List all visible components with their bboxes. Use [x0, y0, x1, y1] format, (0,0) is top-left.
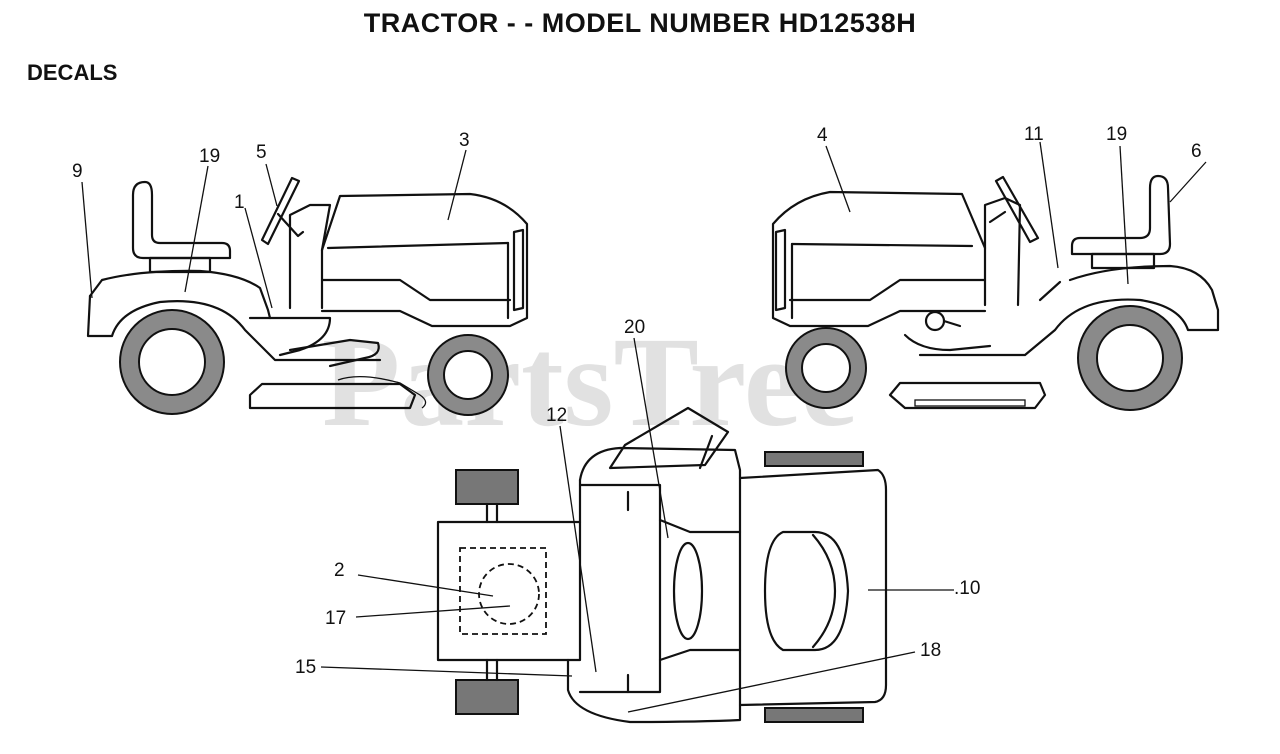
leader-lines [81, 141, 1207, 713]
callout-12: 12 [546, 405, 567, 426]
callout-9: 9 [72, 161, 83, 182]
callout-20: 20 [624, 317, 645, 338]
callout-10: .10 [954, 578, 980, 599]
callout-19-right: 19 [1106, 124, 1127, 145]
callout-labels: 9 19 5 1 3 4 11 19 6 20 12 2 17 15 .10 1… [72, 124, 1202, 678]
callout-11: 11 [1024, 124, 1044, 145]
tractor-top-view [436, 406, 888, 724]
callout-18: 18 [920, 640, 941, 661]
page-title: TRACTOR - - MODEL NUMBER HD12538H [363, 8, 917, 38]
tractor-left-side-view [86, 176, 529, 416]
tractor-right-side-view [771, 174, 1220, 411]
callout-5: 5 [256, 142, 267, 163]
section-heading: DECALS [27, 60, 118, 85]
callout-2: 2 [334, 560, 345, 581]
callout-19-left: 19 [199, 146, 220, 167]
callout-17: 17 [325, 608, 346, 629]
callout-6: 6 [1191, 141, 1202, 162]
callout-3: 3 [459, 130, 470, 151]
callout-4: 4 [817, 125, 828, 146]
callout-15: 15 [295, 657, 316, 678]
callout-1: 1 [234, 192, 245, 213]
watermark: PartsTree [322, 311, 857, 453]
